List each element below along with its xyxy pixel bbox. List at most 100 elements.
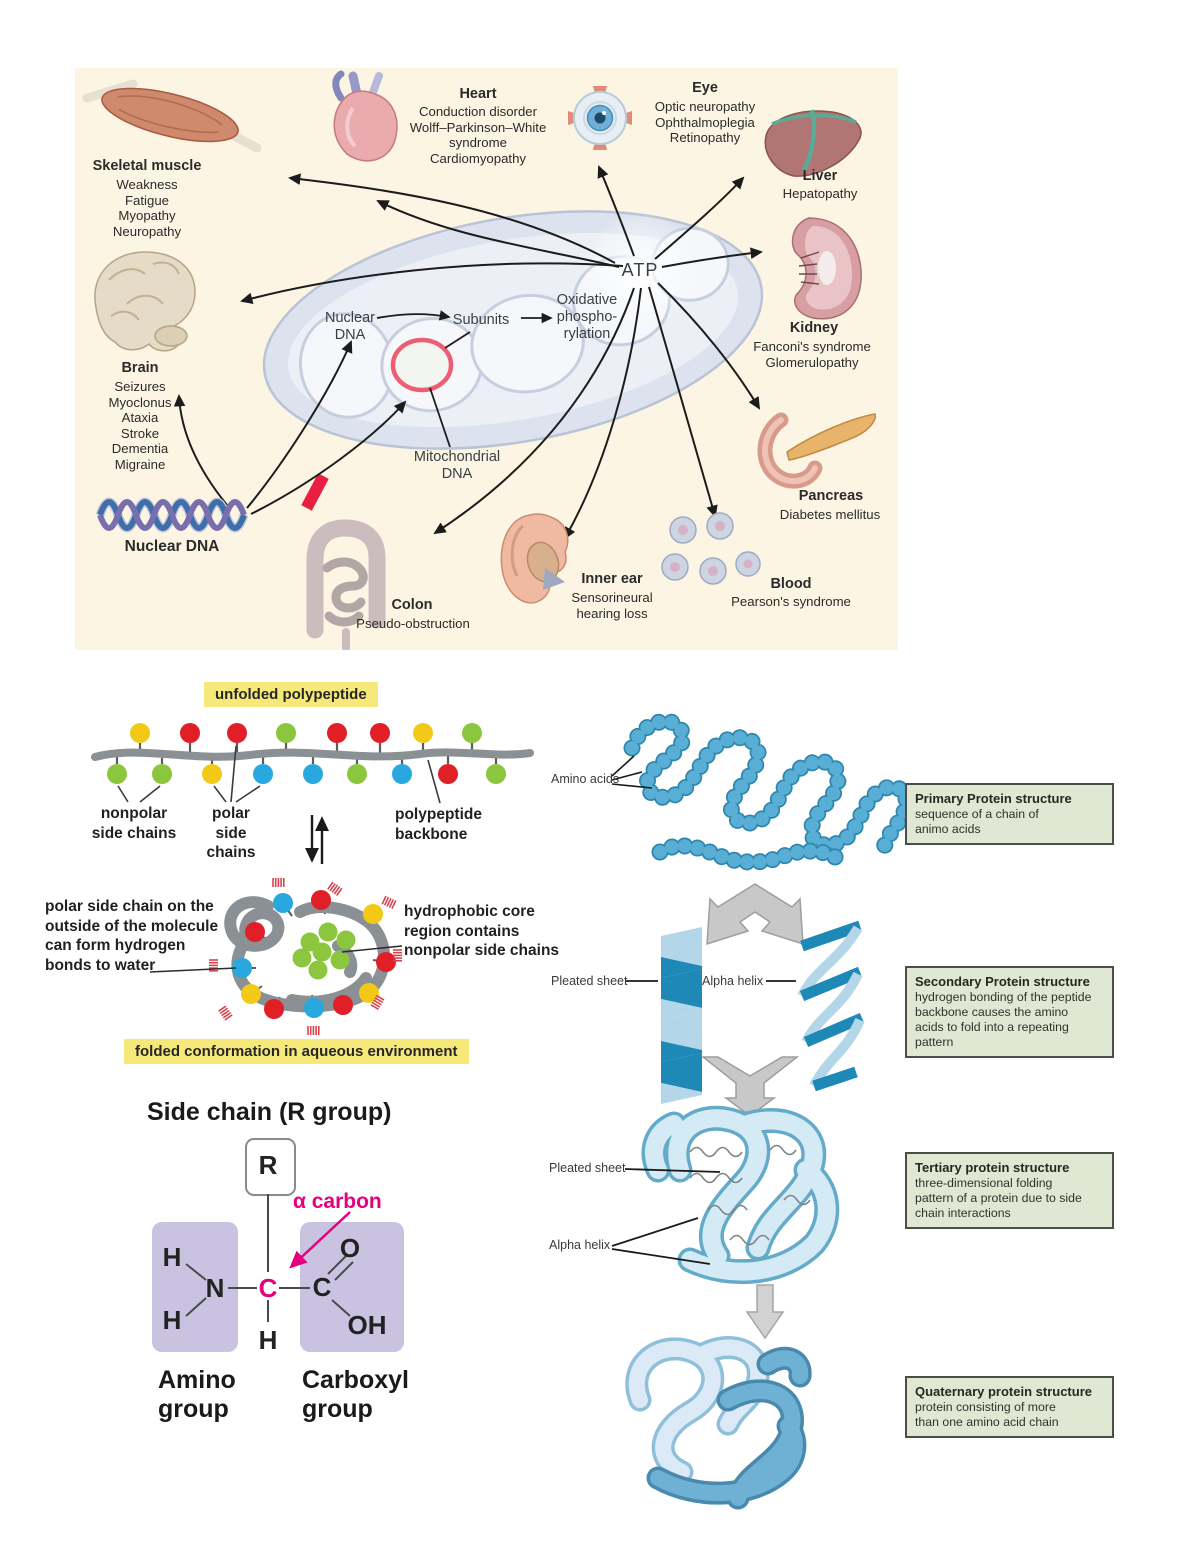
unfolded-polypeptide-label: unfolded polypeptide bbox=[204, 682, 378, 707]
blood-cells-icon bbox=[661, 512, 761, 585]
converge-arrow bbox=[700, 1056, 800, 1117]
skeletal-muscle-symptoms: Weakness Fatigue Myopathy Neuropathy bbox=[112, 177, 182, 239]
pancreas-icon bbox=[757, 412, 877, 489]
protein-structure-art bbox=[611, 713, 915, 1510]
atp-arrows bbox=[240, 165, 763, 540]
eye-icon bbox=[568, 86, 632, 150]
amino-group-label: Amino group bbox=[158, 1366, 236, 1423]
alpha-carbon-arrow bbox=[289, 1211, 351, 1269]
tertiary-structure-box: Tertiary protein structure three-dimensi… bbox=[905, 1152, 1114, 1229]
kidney-icon bbox=[791, 217, 862, 320]
hydroxyl-symbol: OH bbox=[347, 1310, 387, 1340]
brain-symptoms: Seizures Myoclonus Ataxia Stroke Dementi… bbox=[108, 379, 172, 472]
amino-acid-bonds-art bbox=[185, 1194, 354, 1322]
nonpolar-side-chains-label: nonpolar side chains bbox=[91, 805, 177, 842]
alpha-helix-graphic bbox=[797, 920, 865, 1092]
mitochondrial-dna-circle bbox=[390, 337, 454, 393]
hydrogen-bond-marks bbox=[209, 878, 402, 1035]
nuclear-dna-inner-label: Nuclear DNA bbox=[325, 310, 375, 343]
mitochondrial-diagram-art bbox=[82, 70, 877, 650]
nitrogen-symbol: N bbox=[205, 1273, 225, 1303]
nuclear-dna-label: Nuclear DNA bbox=[124, 538, 220, 555]
eye-symptoms: Optic neuropathy Ophthalmoplegia Retinop… bbox=[654, 99, 756, 145]
alpha-carbon-label: α carbon bbox=[293, 1190, 382, 1213]
pancreas-symptoms: Diabetes mellitus bbox=[779, 507, 881, 522]
pointer-lines bbox=[611, 980, 796, 1265]
eye-label: Eye bbox=[692, 80, 718, 96]
folded-protein-graphic bbox=[149, 878, 403, 1035]
hydrogen-symbol: H bbox=[162, 1242, 182, 1272]
inner-flow-arrows bbox=[376, 310, 553, 448]
polar-outside-note: polar side chain on the outside of the m… bbox=[45, 898, 219, 974]
secondary-structure-title: Secondary Protein structure bbox=[915, 974, 1090, 989]
quaternary-structure-body: protein consisting of more than one amin… bbox=[915, 1400, 1059, 1429]
inhibition-bar bbox=[301, 473, 329, 511]
inner-ear-symptoms: Sensorineural hearing loss bbox=[571, 590, 653, 621]
primary-structure-box: Primary Protein structure sequence of a … bbox=[905, 783, 1114, 845]
colon-icon bbox=[306, 519, 386, 650]
brain-icon bbox=[94, 251, 196, 352]
tertiary-structure-title: Tertiary protein structure bbox=[915, 1160, 1070, 1175]
side-chain-beads bbox=[107, 723, 506, 784]
inner-ear-label: Inner ear bbox=[581, 571, 643, 587]
unfolded-polypeptide-graphic bbox=[91, 723, 534, 804]
inner-ear-icon bbox=[500, 513, 569, 604]
pleated-sheet-label: Pleated sheet bbox=[551, 974, 628, 988]
atp-glow bbox=[582, 212, 698, 328]
amino-group-box bbox=[152, 1222, 238, 1352]
hydrophobic-core-note: hydrophobic core region contains nonpola… bbox=[404, 903, 560, 959]
polar-surface-beads bbox=[232, 890, 396, 1019]
hydrophobic-core-beads bbox=[292, 922, 356, 980]
equilibrium-arrows bbox=[305, 815, 329, 864]
amino-acids-label: Amino acids bbox=[551, 772, 620, 786]
alpha-helix-label-tertiary: Alpha helix bbox=[549, 1238, 611, 1252]
heart-symptoms: Conduction disorder Wolff–Parkinson–Whit… bbox=[409, 104, 547, 166]
quaternary-structure-box: Quaternary protein structure protein con… bbox=[905, 1376, 1114, 1438]
quaternary-structure-graphic bbox=[625, 1336, 812, 1510]
split-arrow bbox=[706, 883, 804, 946]
tertiary-structure-body: three-dimensional folding pattern of a p… bbox=[915, 1176, 1082, 1220]
pleated-sheet-label-tertiary: Pleated sheet bbox=[549, 1161, 626, 1175]
skeletal-muscle-icon bbox=[82, 79, 262, 153]
down-arrow bbox=[745, 1284, 785, 1340]
atp-label: ATP bbox=[621, 260, 659, 280]
polar-side-chains-label: polar side chains bbox=[206, 805, 256, 861]
carboxyl-carbon-symbol: C bbox=[312, 1272, 332, 1302]
kidney-symptoms: Fanconi's syndrome Glomerulopathy bbox=[753, 339, 871, 370]
colon-label: Colon bbox=[391, 597, 433, 613]
nuclear-dna-helix-icon bbox=[95, 497, 249, 533]
primary-structure-body: sequence of a chain of animo acids bbox=[915, 807, 1039, 836]
brain-label: Brain bbox=[121, 360, 159, 376]
quaternary-structure-title: Quaternary protein structure bbox=[915, 1384, 1092, 1399]
amino-acid-chain-graphic bbox=[611, 713, 915, 871]
liver-symptoms: Hepatopathy bbox=[782, 186, 858, 201]
secondary-structure-box: Secondary Protein structure hydrogen bon… bbox=[905, 966, 1114, 1058]
skeletal-muscle-label: Skeletal muscle bbox=[92, 158, 202, 174]
heart-icon bbox=[332, 70, 398, 162]
hydrogen-symbol: H bbox=[258, 1325, 278, 1355]
hydrogen-symbol: H bbox=[162, 1305, 182, 1335]
alpha-carbon-symbol: C bbox=[258, 1273, 278, 1303]
carboxyl-group-label: Carboxyl group bbox=[302, 1366, 409, 1423]
kidney-label: Kidney bbox=[789, 320, 839, 336]
r-group-box bbox=[245, 1138, 296, 1196]
protein-folding-art bbox=[91, 723, 534, 1035]
polypeptide-backbone-label: polypeptide backbone bbox=[395, 806, 482, 843]
heart-label: Heart bbox=[459, 86, 497, 102]
liver-label: Liver bbox=[802, 168, 838, 184]
nuclear-dna-arrows bbox=[173, 340, 407, 515]
folded-conformation-label: folded conformation in aqueous environme… bbox=[124, 1039, 469, 1064]
colon-symptoms: Pseudo-obstruction bbox=[356, 616, 470, 631]
tertiary-structure-graphic bbox=[641, 1105, 840, 1285]
oxidative-phosphorylation-label: Oxidative phospho- rylation bbox=[556, 292, 618, 342]
r-symbol: R bbox=[258, 1150, 278, 1180]
blood-label: Blood bbox=[770, 576, 812, 592]
subunits-label: Subunits bbox=[452, 312, 510, 328]
liver-icon bbox=[764, 109, 862, 177]
mitochondrial-dna-label: Mitochondrial DNA bbox=[413, 449, 501, 482]
alpha-helix-label: Alpha helix bbox=[702, 974, 764, 988]
primary-structure-title: Primary Protein structure bbox=[915, 791, 1072, 806]
blood-symptoms: Pearson's syndrome bbox=[731, 594, 851, 609]
side-chain-title: Side chain (R group) bbox=[147, 1098, 392, 1126]
